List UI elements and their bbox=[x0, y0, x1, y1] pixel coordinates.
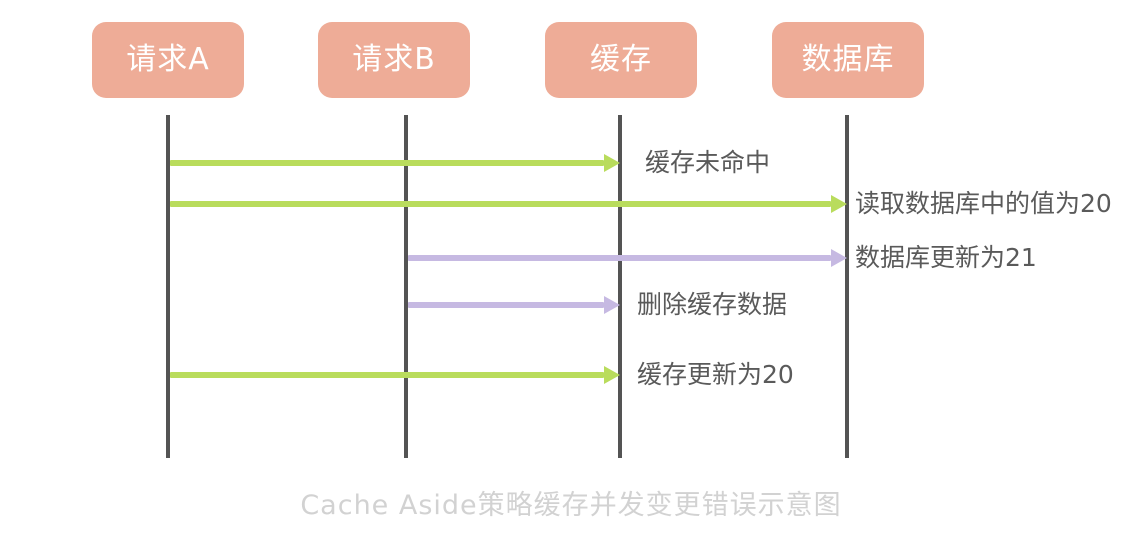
message-arrowhead-3 bbox=[831, 249, 847, 267]
message-arrowhead-1 bbox=[604, 154, 620, 172]
message-line-1 bbox=[170, 160, 604, 166]
message-label-2: 读取数据库中的值为20 bbox=[855, 189, 1112, 218]
message-label-5: 缓存更新为20 bbox=[637, 360, 794, 389]
participant-box-database[interactable]: 数据库 bbox=[772, 22, 924, 98]
message-label-4: 删除缓存数据 bbox=[637, 290, 788, 319]
message-arrowhead-4 bbox=[604, 296, 620, 314]
participant-box-request-b[interactable]: 请求B bbox=[318, 22, 470, 98]
diagram-caption: Cache Aside策略缓存并发变更错误示意图 bbox=[300, 490, 842, 521]
participant-box-cache[interactable]: 缓存 bbox=[545, 22, 697, 98]
lifeline-cache bbox=[618, 115, 622, 458]
participant-label-cache: 缓存 bbox=[590, 42, 652, 77]
lifeline-request-a bbox=[166, 115, 170, 458]
lifeline-database bbox=[845, 115, 849, 458]
message-line-2 bbox=[170, 201, 831, 207]
participant-label-database: 数据库 bbox=[801, 42, 895, 77]
participant-label-request-a: 请求A bbox=[126, 42, 210, 77]
participant-box-request-a[interactable]: 请求A bbox=[92, 22, 244, 98]
lifeline-request-b bbox=[404, 115, 408, 458]
message-label-1: 缓存未命中 bbox=[645, 148, 771, 177]
message-line-4 bbox=[408, 302, 604, 308]
message-line-5 bbox=[170, 372, 604, 378]
message-line-3 bbox=[408, 255, 831, 261]
message-label-3: 数据库更新为21 bbox=[855, 243, 1037, 272]
message-arrowhead-5 bbox=[604, 366, 620, 384]
participant-label-request-b: 请求B bbox=[352, 42, 436, 77]
message-arrowhead-2 bbox=[831, 195, 847, 213]
